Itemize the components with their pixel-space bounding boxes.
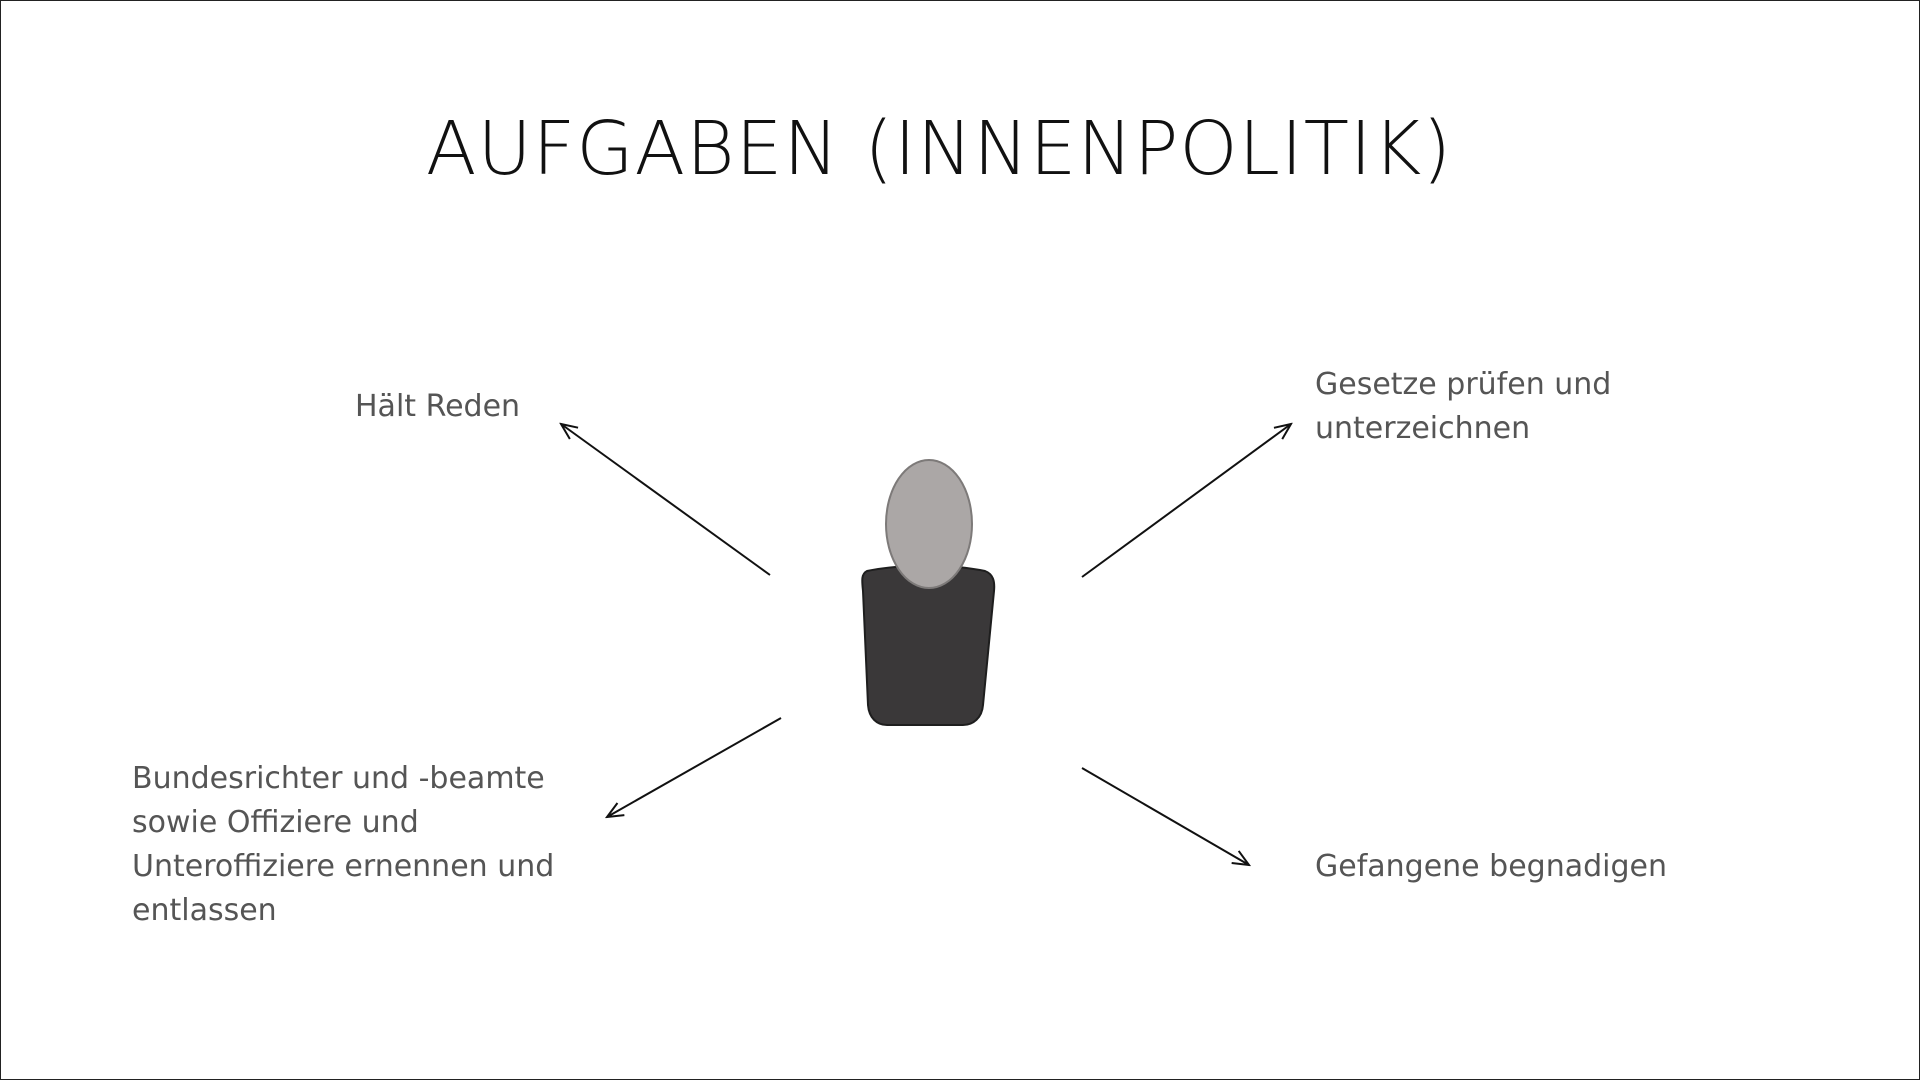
- arrow-top-right: [1081, 424, 1291, 578]
- arrow-top-left: [561, 424, 771, 576]
- task-speeches: Hält Reden: [355, 389, 521, 424]
- task-pardons: Gefangene begnadigen: [1315, 849, 1668, 884]
- slide-title: AUFGABEN (INNENPOLITIK): [425, 106, 1453, 192]
- person-body-shape: [861, 564, 996, 726]
- task-laws: Gesetze prüfen und unterzeichnen: [1315, 367, 1612, 446]
- arrow-bottom-left: [607, 717, 782, 817]
- task-appointments: Bundesrichter und -beamte sowie Offizier…: [132, 761, 555, 928]
- person-silhouette-icon: [861, 459, 996, 726]
- person-head-shape: [885, 459, 973, 589]
- arrow-bottom-right: [1081, 767, 1249, 865]
